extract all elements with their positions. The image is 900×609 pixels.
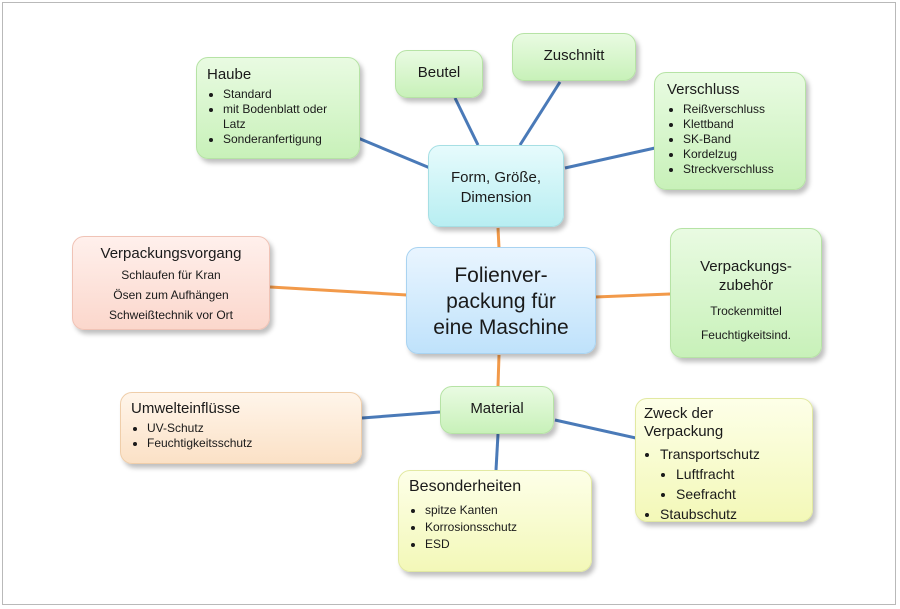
node-zubehoer-line: Trockenmittel [710,304,782,318]
list-item: Sonderanfertigung [223,132,349,147]
node-vorgang-line: Schweißtechnik vor Ort [108,308,234,322]
node-beutel-title: Beutel [417,64,461,81]
list-item: SK-Band [683,132,793,147]
node-zubehoer-title: zubehör [718,277,774,294]
node-beutel: Beutel [395,50,483,98]
list-item: Reißverschluss [683,102,793,117]
list-item: ESD [425,536,581,553]
node-besonder: Besonderheiten spitze Kanten Korrosionss… [398,470,592,572]
node-verschluss: Verschluss Reißverschluss Klettband SK-B… [654,72,806,190]
node-vorgang: Verpackungsvorgang Schlaufen für Kran Ös… [72,236,270,330]
node-vorgang-line: Ösen zum Aufhängen [113,288,229,302]
node-zuschnitt: Zuschnitt [512,33,636,81]
list-item: UV-Schutz [147,421,351,436]
node-material-title: Material [470,400,524,417]
list-item: Kordelzug [683,147,793,162]
link-center-form [496,227,501,249]
link-form-haube [357,136,431,170]
link-material-umwelt [361,410,441,420]
link-form-beutel [453,97,480,146]
node-zubehoer-line: Feuchtigkeitsind. [700,328,792,342]
link-material-besonder [494,433,500,471]
link-material-zweck [554,418,637,440]
node-form-line: Form, Größe, [450,169,541,186]
list-item: Korrosionsschutz [425,519,581,536]
node-umwelt-title: Umwelteinflüsse [131,400,241,417]
list-item: Luftfracht [676,464,804,484]
link-center-vorgang [269,285,408,297]
center-line: eine Maschine [433,316,569,339]
center-line: packung für [446,290,556,313]
list-item: Transportschutz [660,444,804,464]
node-zweck-title: Zweck der [644,405,714,422]
node-vorgang-title: Verpackungsvorgang [100,245,242,262]
list-item: Standard [223,87,349,102]
node-zuschnitt-title: Zuschnitt [543,47,605,64]
list-item: spitze Kanten [425,502,581,519]
link-form-verschluss [564,146,656,170]
node-form-line: Dimension [460,189,532,206]
node-center: Folienver- packung für eine Maschine [406,247,596,354]
node-form: Form, Größe, Dimension [428,145,564,227]
center-line: Folienver- [454,264,548,287]
link-form-zuschnitt [518,81,562,146]
list-item: Seefracht [676,484,804,504]
list-item: Staubschutz [660,504,804,524]
list-item: Feuchtigkeitsschutz [147,436,351,451]
list-item: mit Bodenblatt oder Latz [223,102,349,132]
list-item: Streckverschluss [683,162,793,177]
node-besonder-title: Besonderheiten [409,478,522,495]
node-verschluss-title: Verschluss [667,81,740,98]
node-zubehoer: Verpackungs- zubehör Trockenmittel Feuch… [670,228,822,358]
node-haube: Haube Standard mit Bodenblatt oder Latz … [196,57,360,159]
node-material: Material [440,386,554,434]
node-zweck: Zweck der Verpackung Transportschutz Luf… [635,398,813,522]
node-zubehoer-title: Verpackungs- [700,258,792,275]
link-center-zubehoer [594,292,671,299]
node-vorgang-line: Schlaufen für Kran [121,268,221,282]
node-haube-title: Haube [207,66,252,83]
node-zweck-title: Verpackung [644,423,724,440]
link-center-material [496,354,501,387]
list-item: Klettband [683,117,793,132]
node-umwelt: Umwelteinflüsse UV-Schutz Feuchtigkeitss… [120,392,362,464]
